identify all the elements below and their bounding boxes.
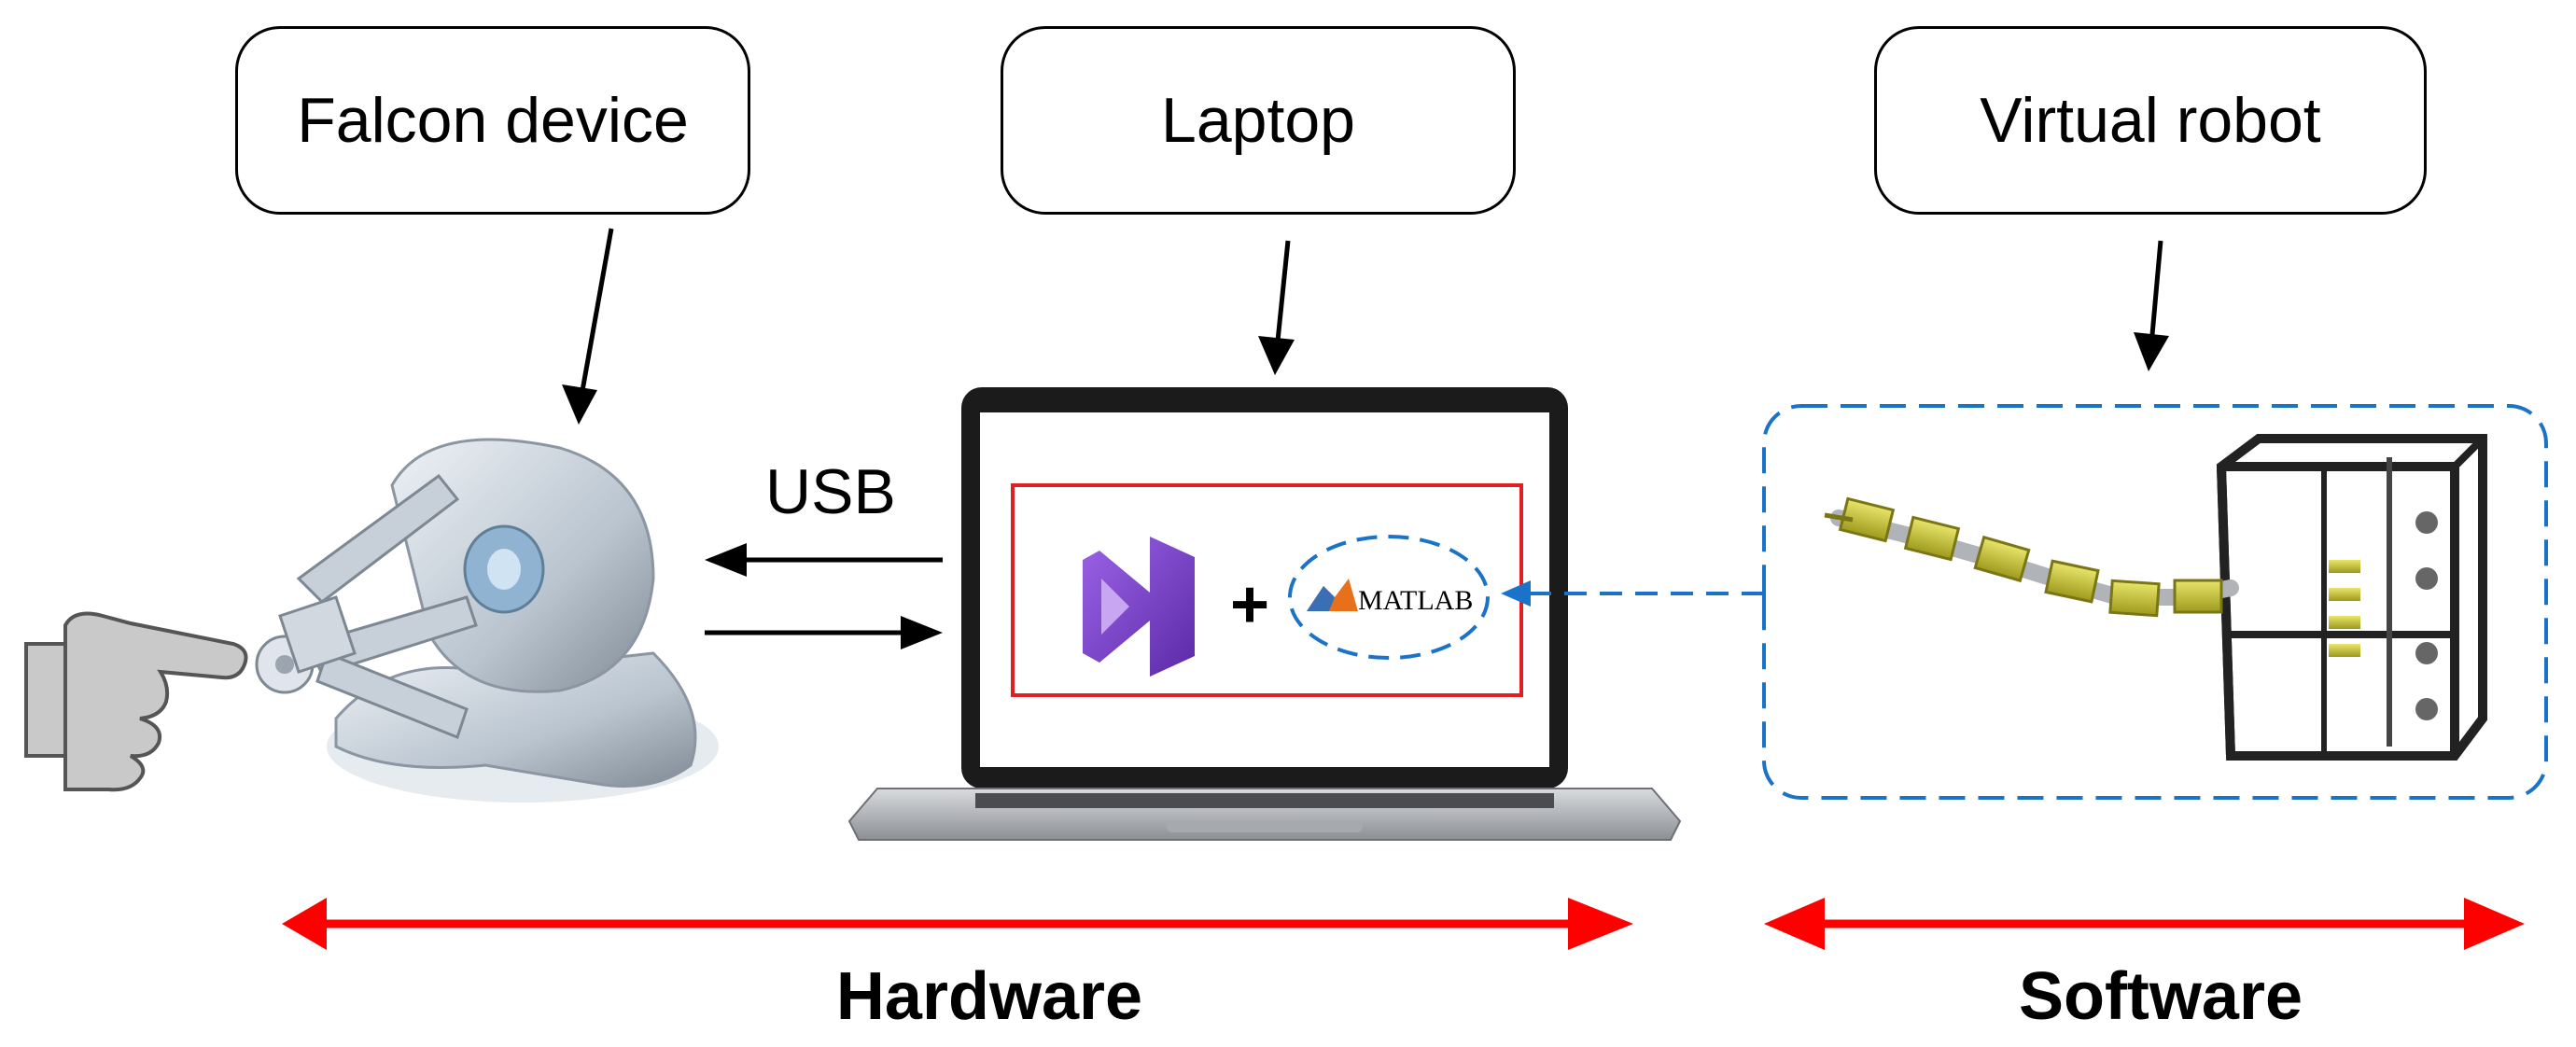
falcon-device-image: [255, 438, 719, 803]
usb-label: USB: [765, 456, 896, 527]
laptop-image: [847, 387, 1682, 841]
plus-sign: +: [1230, 567, 1269, 642]
robot-pointer-arrow: [2134, 240, 2169, 371]
laptop-box: Laptop: [1001, 26, 1516, 215]
laptop-label: Laptop: [1161, 85, 1355, 156]
virtual-robot-label: Virtual robot: [1980, 85, 2321, 156]
hardware-range-arrow: [282, 898, 1633, 950]
virtual-robot-image: [1824, 434, 2487, 761]
matlab-logo-icon: [1307, 579, 1358, 611]
matlab-dashed-ellipse: [1288, 535, 1490, 660]
matlab-label: MATLAB: [1358, 585, 1473, 616]
software-label: Software: [2019, 959, 2303, 1034]
hand-pointer-icon: [24, 611, 248, 792]
software-range-arrow: [1764, 898, 2525, 950]
hardware-label: Hardware: [836, 959, 1142, 1034]
usb-arrow-to-falcon: [705, 543, 943, 577]
usb-arrow-to-laptop: [705, 616, 943, 649]
falcon-device-box: Falcon device: [235, 26, 750, 215]
virtual-robot-box: Virtual robot: [1874, 26, 2427, 215]
laptop-pointer-arrow: [1258, 240, 1295, 375]
visual-studio-icon: [1083, 537, 1195, 677]
falcon-device-label: Falcon device: [297, 85, 689, 156]
falcon-pointer-arrow: [562, 228, 614, 425]
virtual-robot-dashed-box: [1762, 404, 2548, 800]
